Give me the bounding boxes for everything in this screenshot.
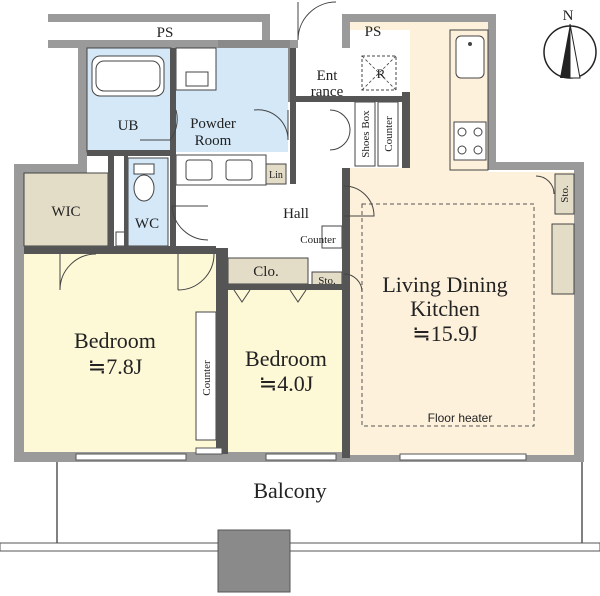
storage-right bbox=[554, 173, 575, 215]
bedroom1-floor bbox=[24, 254, 216, 452]
counter-hall-label: Counter bbox=[300, 234, 336, 246]
ldk-label-2: Kitchen bbox=[410, 296, 480, 321]
bedroom2-size-label: ≒4.0J bbox=[259, 371, 314, 396]
clo-label: Clo. bbox=[253, 264, 278, 280]
bedroom1-size-label: ≒7.8J bbox=[88, 354, 143, 379]
ldk-label-1: Living Dining bbox=[382, 272, 507, 297]
storage-side bbox=[551, 223, 575, 295]
ub-label: UB bbox=[118, 118, 139, 134]
powder-label-2: Room bbox=[195, 133, 232, 149]
wic-room bbox=[23, 172, 109, 247]
balcony bbox=[0, 462, 600, 593]
washbasin-icon bbox=[185, 159, 213, 181]
entrance-label-2: rance bbox=[311, 84, 344, 100]
wc-label: WC bbox=[135, 216, 159, 232]
bedroom2-label: Bedroom bbox=[245, 346, 327, 371]
lin-label: Lin bbox=[269, 170, 283, 181]
balcony-column bbox=[217, 529, 291, 593]
compass-north-label: N bbox=[563, 8, 574, 24]
washbasin-icon bbox=[225, 159, 253, 181]
hall-label: Hall bbox=[283, 206, 309, 222]
wic-label: WIC bbox=[51, 204, 80, 220]
refrigerator-label: R bbox=[377, 66, 386, 81]
compass-icon bbox=[543, 23, 597, 79]
bedroom1-label: Bedroom bbox=[74, 328, 156, 353]
doors bbox=[59, 1, 555, 303]
ldk-size-label: ≒15.9J bbox=[412, 321, 478, 346]
counter-entrance-label: Counter bbox=[383, 116, 395, 152]
bedroom2-floor bbox=[228, 290, 342, 452]
interior-walls bbox=[24, 48, 410, 458]
linen-closet bbox=[265, 163, 287, 185]
floor-heater-label: Floor heater bbox=[428, 411, 493, 425]
sto-mid-label: Sto. bbox=[318, 275, 336, 287]
toilet-icon bbox=[133, 174, 155, 202]
shoes-box-label: Shoes Box bbox=[360, 110, 372, 158]
sto-right-label: Sto. bbox=[559, 185, 571, 203]
ps-right-label: PS bbox=[365, 24, 382, 40]
cooktop-icon bbox=[453, 121, 487, 161]
balcony-label: Balcony bbox=[253, 478, 326, 503]
windows bbox=[75, 447, 527, 461]
powder-label-1: Powder bbox=[190, 116, 236, 132]
counter-bedroom-label: Counter bbox=[201, 360, 213, 396]
floor-heater-area bbox=[361, 203, 535, 427]
entrance-label-1: Ent bbox=[317, 68, 339, 84]
kitchen-sink-icon bbox=[455, 35, 485, 79]
ps-top-label: PS bbox=[157, 25, 174, 41]
